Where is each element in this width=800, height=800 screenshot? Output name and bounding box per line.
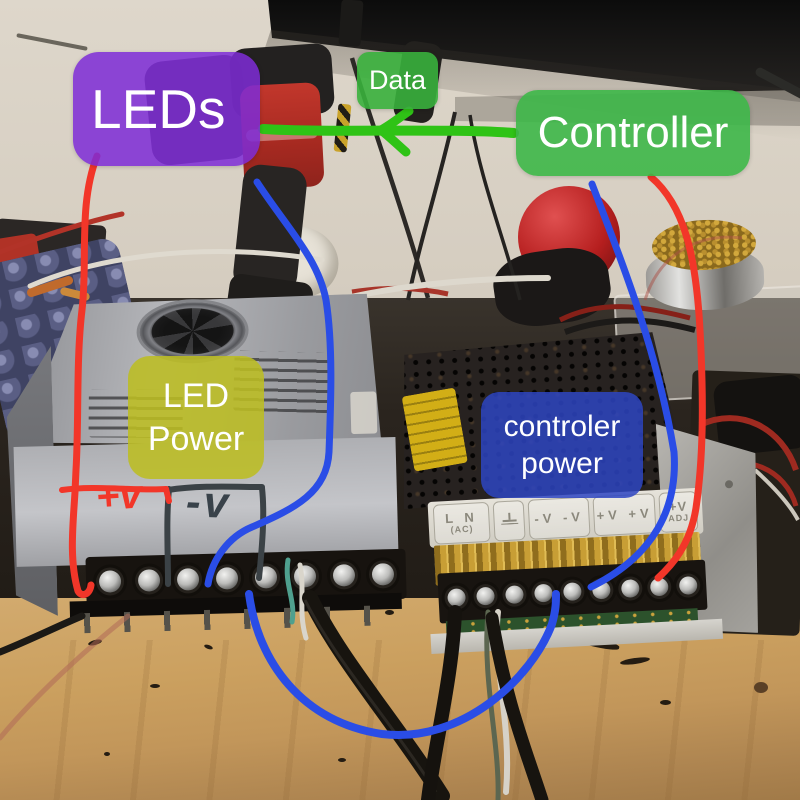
data-label: Data [368,65,427,95]
red-line-left [68,152,101,599]
controller-label: Controller [537,108,729,157]
wood-knot [754,682,768,693]
red-line-right [647,173,706,582]
wood-grain [0,640,800,800]
leds-label: LEDs [91,78,226,140]
debris [338,758,346,762]
led-power-label-box: LED Power [128,356,264,479]
blue-jumper-u [245,590,560,740]
controller-power-label-line1: controler [503,409,621,443]
debris [104,752,110,756]
plus-v-handwriting: +v [94,472,144,520]
led-power-label-line2: Power [147,419,245,458]
controller-label-box: Controller [516,90,750,176]
blue-line-left [204,178,335,588]
led-power-label-line1: LED [162,377,230,415]
controller-power-label-line2: power [521,447,603,480]
controller-power-label-box: controler power [481,392,643,498]
data-arrow [258,106,519,157]
debris [150,684,160,688]
data-label-box: Data [357,52,438,109]
leds-label-box: LEDs [73,52,260,166]
blue-line-right [587,180,678,591]
debris [660,700,671,705]
minus-v-handwriting: -v [185,477,232,528]
